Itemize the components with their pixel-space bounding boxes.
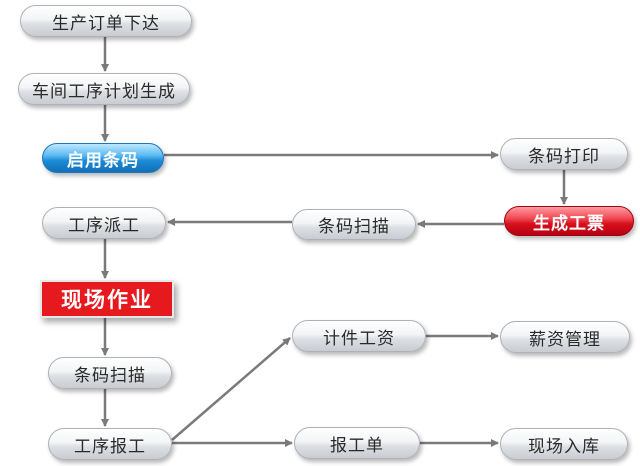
node-generate-work-ticket: 生成工票	[504, 206, 634, 236]
node-payroll-management: 薪资管理	[500, 321, 630, 353]
node-onsite-work: 现场作业	[40, 280, 174, 318]
node-work-report-form: 报工单	[294, 427, 420, 459]
arrow-report-to-wage	[171, 337, 291, 441]
node-process-dispatch: 工序派工	[42, 207, 166, 239]
node-barcode-scan-top: 条码扫描	[292, 209, 416, 240]
node-workshop-plan-generate: 车间工序计划生成	[18, 73, 190, 105]
node-barcode-print: 条码打印	[500, 138, 628, 170]
node-piecework-wage: 计件工资	[292, 320, 426, 352]
node-onsite-warehousing: 现场入库	[500, 428, 628, 460]
node-enable-barcode: 启用条码	[42, 143, 164, 173]
node-production-order-issue: 生产订单下达	[20, 5, 192, 37]
node-barcode-scan-bottom: 条码扫描	[48, 357, 172, 389]
node-process-report: 工序报工	[48, 428, 172, 460]
